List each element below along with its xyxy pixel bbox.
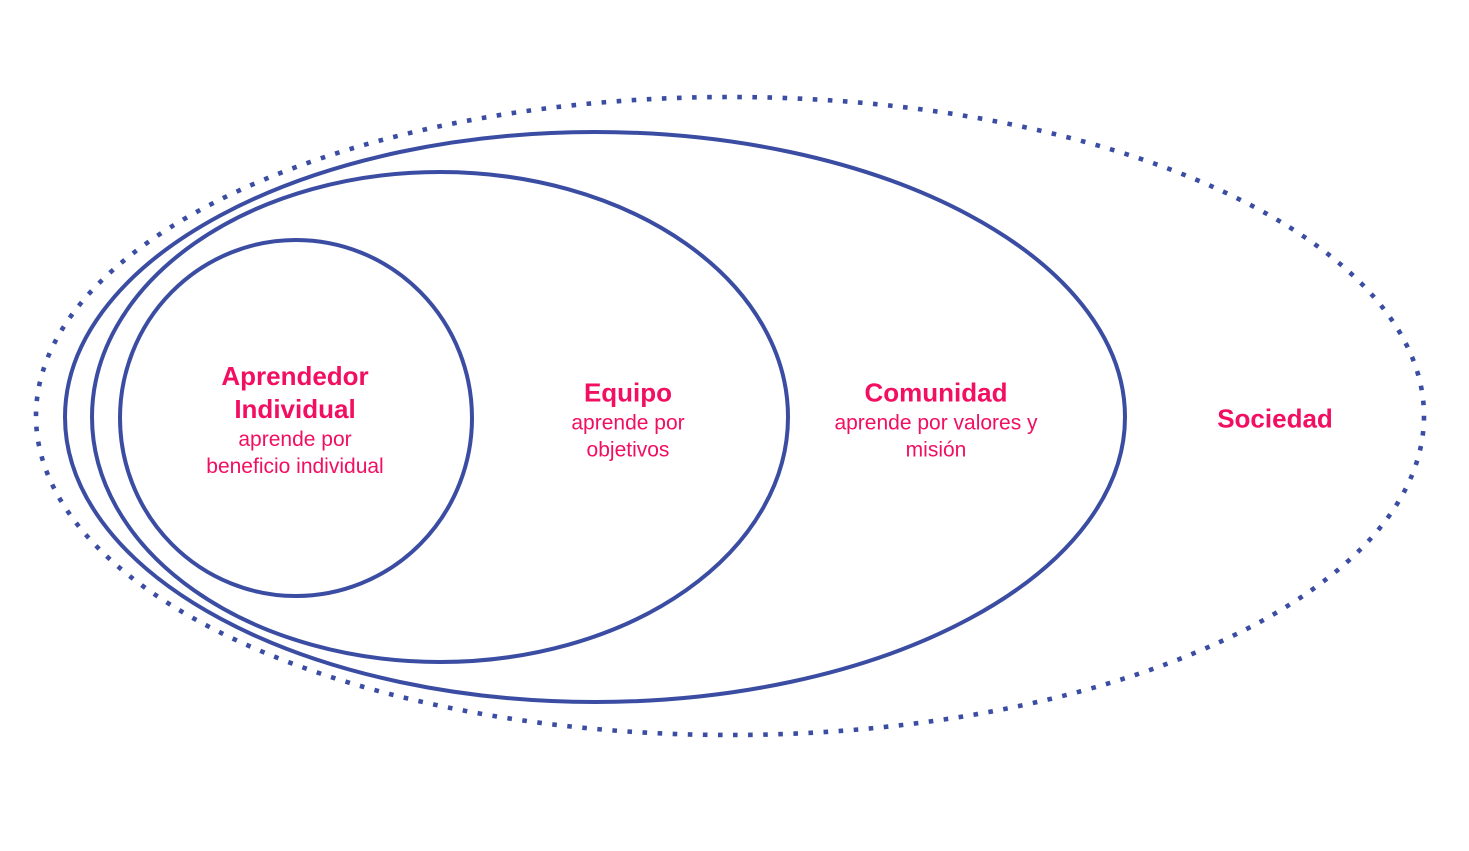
aprendedor-circle [118,238,474,598]
aprendedor-title-line-1: Aprendedor [221,361,369,391]
sociedad-ellipse [33,94,1427,738]
comunidad-subtitle-line-2: misión [905,438,967,462]
aprendedor-subtitle-line-2: beneficio individual [206,455,384,478]
label-sociedad: Sociedad [1217,403,1333,436]
aprendedor-title-line-2: Individual [234,394,356,424]
label-aprendedor-individual: Aprendedor Individual aprende por benefi… [206,360,383,480]
comunidad-title: Comunidad [864,377,1008,408]
equipo-subtitle-line-1: aprende por [571,411,685,435]
equipo-ellipse [90,170,790,664]
label-equipo: Equipo aprende por objetivos [571,377,684,464]
aprendedor-subtitle-line-1: aprende por [238,428,352,451]
equipo-subtitle-line-2: objetivos [586,438,670,462]
sociedad-title: Sociedad [1217,403,1333,434]
comunidad-subtitle-line-1: aprende por valores y [834,411,1038,435]
label-comunidad: Comunidad aprende por valores y misión [834,377,1037,464]
comunidad-ellipse [63,130,1127,704]
equipo-title: Equipo [583,377,673,408]
